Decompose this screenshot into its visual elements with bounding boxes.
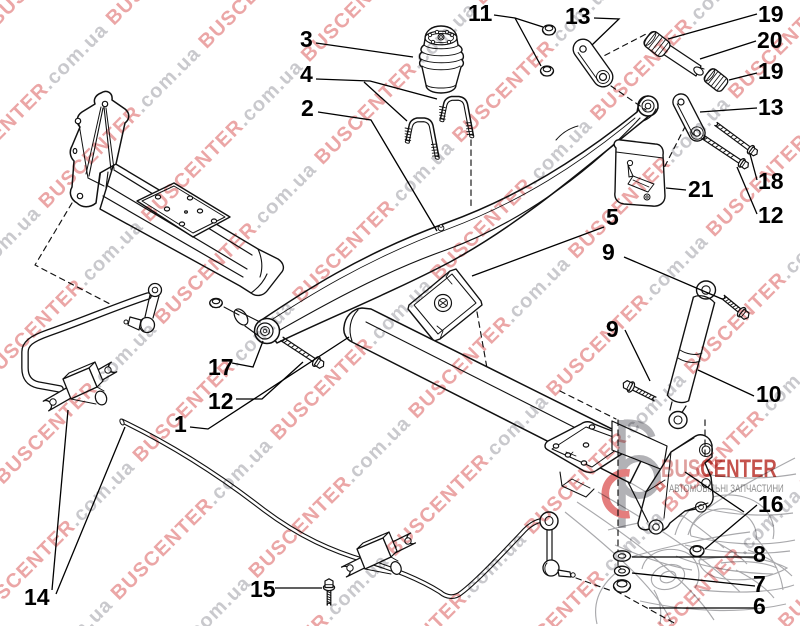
svg-text:9: 9 (606, 316, 619, 342)
svg-text:15: 15 (250, 576, 276, 602)
svg-text:9: 9 (602, 239, 615, 265)
svg-text:12: 12 (758, 202, 784, 228)
svg-text:11: 11 (468, 0, 493, 26)
svg-text:10: 10 (756, 381, 782, 407)
svg-text:13: 13 (758, 94, 784, 120)
svg-text:АВТОМОБІЛЬНІ ЗАПЧАСТИНИ: АВТОМОБІЛЬНІ ЗАПЧАСТИНИ (669, 483, 784, 496)
svg-text:21: 21 (688, 176, 714, 202)
svg-text:5: 5 (606, 204, 619, 230)
svg-text:2: 2 (301, 95, 314, 121)
svg-text:12: 12 (208, 388, 234, 414)
svg-text:18: 18 (758, 168, 784, 194)
svg-text:7: 7 (753, 571, 766, 597)
svg-text:14: 14 (24, 584, 50, 610)
svg-text:20: 20 (757, 27, 783, 53)
svg-text:BUSCENTER: BUSCENTER (661, 454, 777, 482)
svg-text:4: 4 (300, 61, 313, 87)
svg-text:19: 19 (758, 58, 784, 84)
svg-text:6: 6 (753, 593, 766, 619)
svg-text:13: 13 (565, 3, 591, 29)
svg-text:8: 8 (753, 541, 766, 567)
svg-text:16: 16 (758, 491, 784, 517)
svg-text:19: 19 (758, 1, 784, 27)
svg-text:1: 1 (174, 411, 187, 437)
svg-text:17: 17 (208, 354, 234, 380)
svg-text:3: 3 (300, 26, 313, 52)
